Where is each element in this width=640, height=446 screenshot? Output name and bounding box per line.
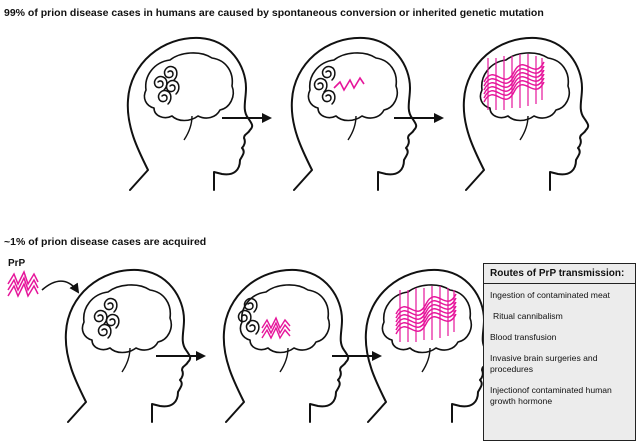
head-converting-top xyxy=(290,36,418,192)
normal-prion-spirals xyxy=(153,65,180,105)
misfolded-prion-cluster xyxy=(261,316,291,340)
prp-infectious-particle xyxy=(7,270,39,298)
route-item: Invasive brain surgeries and procedures xyxy=(490,353,598,374)
head-healthy-bottom xyxy=(64,268,192,423)
routes-title: Routes of PrP transmission: xyxy=(490,268,625,279)
route-item: Ritual cannibalism xyxy=(493,311,563,321)
head-healthy-top xyxy=(126,36,254,192)
top-heading: 99% of prion disease cases in humans are… xyxy=(4,7,544,19)
prp-label: PrP xyxy=(8,258,26,269)
head-converting-bottom xyxy=(222,268,350,423)
route-item: Blood transfusion xyxy=(490,332,557,342)
route-item: Injectionof contaminated human growth ho… xyxy=(490,385,612,406)
bottom-heading: ~1% of prion disease cases are acquired xyxy=(4,236,207,248)
curved-arrow-entry xyxy=(41,280,80,294)
routes-list: Ingestion of contaminated meat Ritual ca… xyxy=(484,283,635,407)
head-diseased-top xyxy=(462,36,590,192)
routes-box: Routes of PrP transmission: Ingestion of… xyxy=(483,263,636,441)
head-diseased-bottom xyxy=(364,268,492,423)
misfolded-prion xyxy=(333,76,365,92)
route-item: Ingestion of contaminated meat xyxy=(490,290,610,300)
